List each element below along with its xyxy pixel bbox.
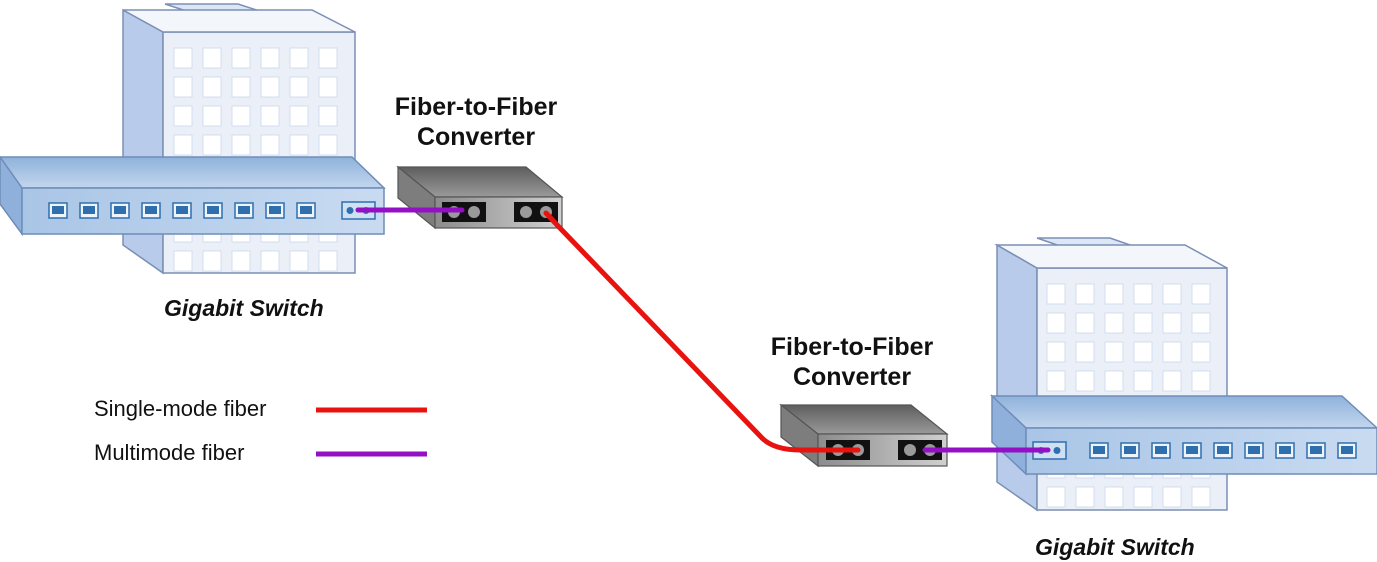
building-window bbox=[173, 47, 193, 69]
building-window bbox=[289, 105, 309, 127]
building-window bbox=[1104, 486, 1124, 508]
ethernet-port-jack bbox=[1155, 446, 1167, 454]
building-window bbox=[260, 47, 280, 69]
building-window bbox=[1191, 312, 1211, 334]
building-window bbox=[1162, 486, 1182, 508]
building-window bbox=[1075, 283, 1095, 305]
ethernet-port-jack bbox=[1186, 446, 1198, 454]
building-window bbox=[1075, 312, 1095, 334]
converter-right-title: Fiber-to-Fiber Converter bbox=[732, 332, 972, 392]
ethernet-port-jack bbox=[1310, 446, 1322, 454]
building-window bbox=[1075, 486, 1095, 508]
building-window bbox=[1046, 486, 1066, 508]
building-window bbox=[1191, 486, 1211, 508]
building-window bbox=[318, 134, 338, 156]
converter-left-title-line1: Fiber-to-Fiber bbox=[394, 93, 558, 121]
converter-right bbox=[779, 403, 949, 468]
building-window bbox=[1104, 283, 1124, 305]
building-window bbox=[231, 105, 251, 127]
ethernet-port-jack bbox=[1341, 446, 1353, 454]
switch-left-label: Gigabit Switch bbox=[164, 295, 324, 321]
single-mode-fiber-cable bbox=[543, 210, 861, 453]
building-window bbox=[173, 76, 193, 98]
gigabit-switch-left bbox=[0, 155, 386, 237]
building-window bbox=[1075, 370, 1095, 392]
building-window bbox=[260, 105, 280, 127]
building-window bbox=[231, 47, 251, 69]
building-window bbox=[1133, 370, 1153, 392]
converter-left bbox=[396, 165, 564, 230]
building-window bbox=[1133, 312, 1153, 334]
building-window bbox=[1133, 486, 1153, 508]
building-window bbox=[1046, 283, 1066, 305]
building-window bbox=[289, 76, 309, 98]
legend-single-mode-label: Single-mode fiber bbox=[94, 396, 267, 421]
building-window bbox=[231, 134, 251, 156]
ethernet-port-jack bbox=[300, 206, 312, 214]
building-window bbox=[202, 134, 222, 156]
building-window bbox=[231, 250, 251, 272]
ethernet-port-jack bbox=[269, 206, 281, 214]
building-window bbox=[1046, 370, 1066, 392]
building-window bbox=[1162, 312, 1182, 334]
building-window bbox=[1075, 341, 1095, 363]
building-window bbox=[1162, 283, 1182, 305]
building-window bbox=[1191, 283, 1211, 305]
building-window bbox=[231, 76, 251, 98]
building-window bbox=[1133, 283, 1153, 305]
building-window bbox=[289, 134, 309, 156]
switch-left-ports bbox=[48, 202, 316, 219]
ethernet-port-jack bbox=[1279, 446, 1291, 454]
building-window bbox=[202, 76, 222, 98]
building-window bbox=[1133, 341, 1153, 363]
ethernet-port-jack bbox=[145, 206, 157, 214]
building-window bbox=[173, 134, 193, 156]
building-window bbox=[202, 105, 222, 127]
building-window bbox=[318, 47, 338, 69]
building-window bbox=[260, 76, 280, 98]
ethernet-port-jack bbox=[114, 206, 126, 214]
building-window bbox=[1162, 370, 1182, 392]
ethernet-port-jack bbox=[1217, 446, 1229, 454]
ethernet-port-jack bbox=[1124, 446, 1136, 454]
converter-left-title: Fiber-to-Fiber Converter bbox=[356, 92, 596, 152]
building-window bbox=[260, 250, 280, 272]
ethernet-port-jack bbox=[176, 206, 188, 214]
converter-right-title-line1: Fiber-to-Fiber bbox=[770, 333, 934, 361]
ethernet-port-jack bbox=[1248, 446, 1260, 454]
ethernet-port-jack bbox=[83, 206, 95, 214]
legend-multimode-label: Multimode fiber bbox=[94, 440, 245, 465]
building-window bbox=[1104, 312, 1124, 334]
building-window bbox=[202, 47, 222, 69]
building-window bbox=[1162, 341, 1182, 363]
ethernet-port-jack bbox=[52, 206, 64, 214]
building-window bbox=[318, 250, 338, 272]
building-window bbox=[173, 105, 193, 127]
building-window bbox=[202, 250, 222, 272]
building-window bbox=[289, 250, 309, 272]
building-window bbox=[1104, 370, 1124, 392]
building-window bbox=[1046, 312, 1066, 334]
ethernet-port-jack bbox=[1093, 446, 1105, 454]
building-window bbox=[173, 250, 193, 272]
switch-right-ports bbox=[1089, 442, 1357, 459]
converter-left-title-line2: Converter bbox=[416, 123, 536, 151]
converter-right-port-b bbox=[898, 440, 942, 460]
building-window bbox=[1191, 341, 1211, 363]
ethernet-port-jack bbox=[207, 206, 219, 214]
building-window bbox=[1046, 341, 1066, 363]
building-window bbox=[289, 47, 309, 69]
ethernet-port-jack bbox=[238, 206, 250, 214]
building-window bbox=[1191, 370, 1211, 392]
converter-right-title-line2: Converter bbox=[792, 363, 912, 391]
building-window bbox=[318, 76, 338, 98]
switch-right-label: Gigabit Switch bbox=[1035, 534, 1195, 560]
building-window bbox=[1104, 341, 1124, 363]
gigabit-switch-right bbox=[990, 394, 1377, 476]
building-window bbox=[318, 105, 338, 127]
building-window bbox=[260, 134, 280, 156]
